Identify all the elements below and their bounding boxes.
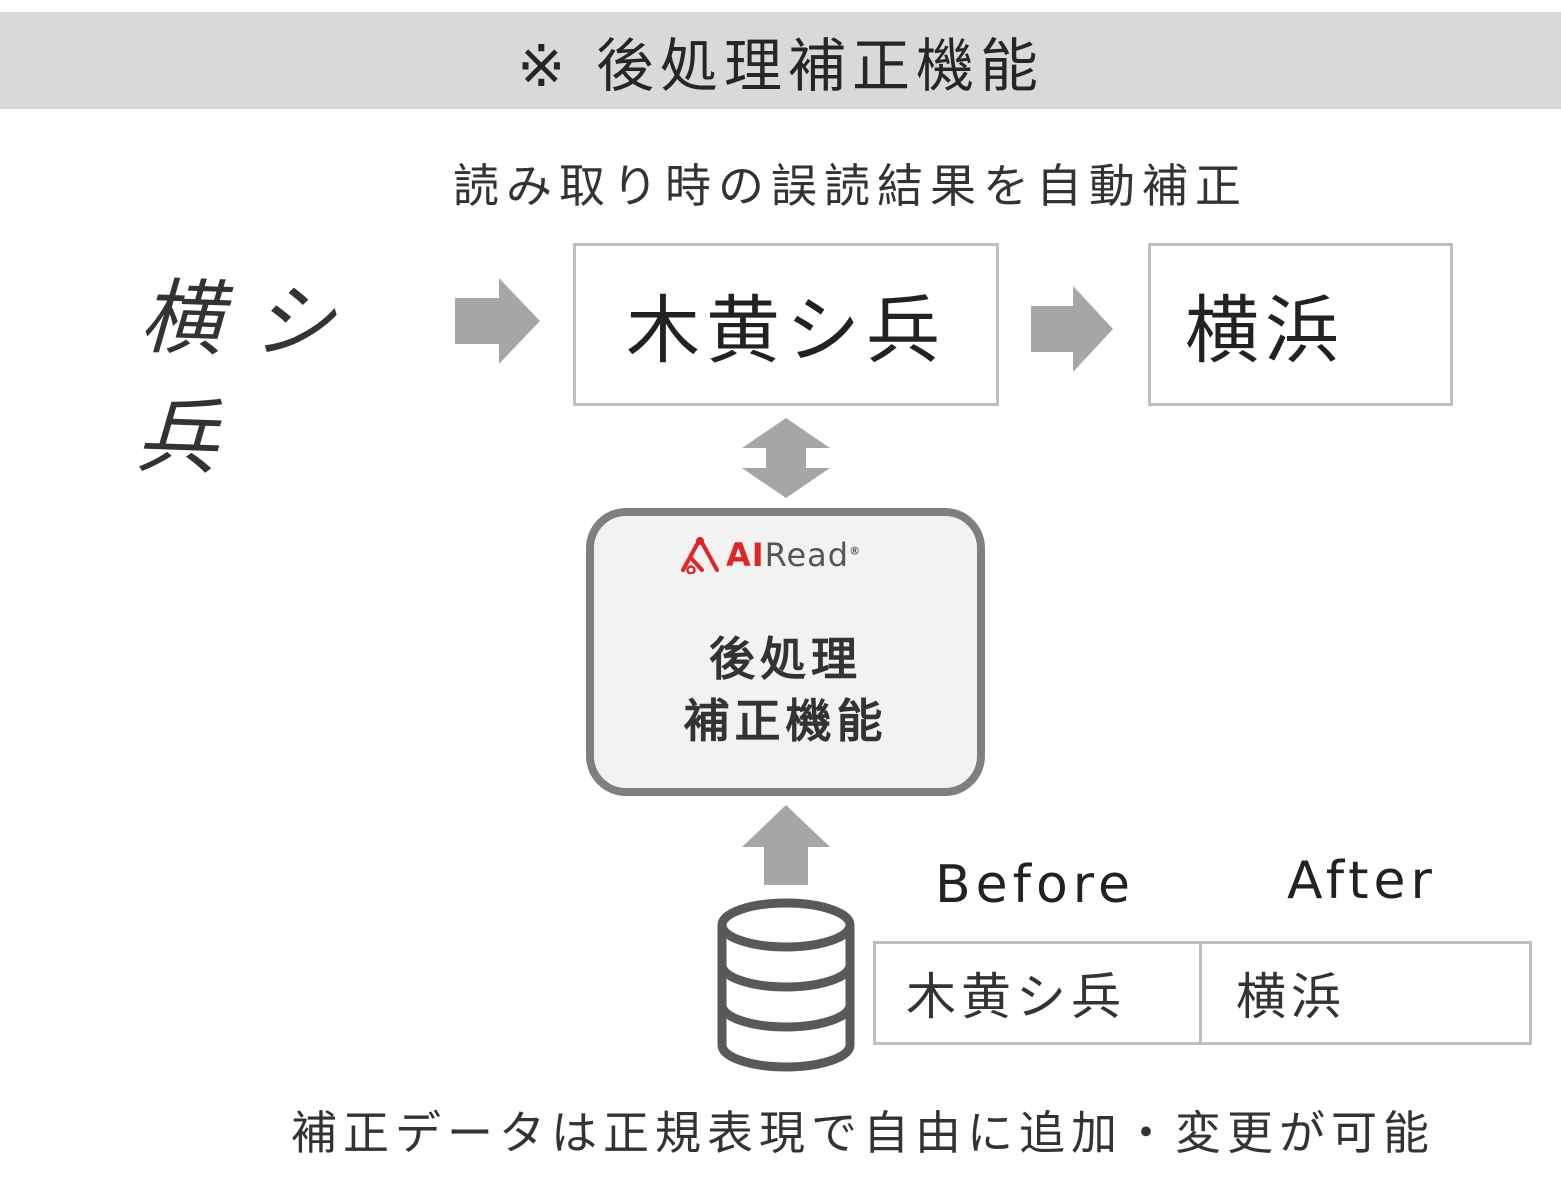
title-banner: ※ 後処理補正機能 (0, 12, 1561, 109)
database-icon (717, 898, 855, 1072)
handwritten-input: 横 シ兵 (134, 270, 338, 488)
after-cell: 横浜 (1236, 968, 1346, 1026)
before-cell: 木黄シ兵 (876, 944, 1202, 1042)
up-arrow-icon (742, 805, 830, 885)
engine-title-line1: 後処理 (709, 632, 862, 686)
logo-ai-text: AI (726, 536, 765, 574)
corrected-result-box: 横浜 (1148, 243, 1453, 406)
airead-logo-icon (681, 537, 719, 574)
registered-mark: ® (849, 544, 862, 558)
corrected-text: 横浜 (1185, 288, 1345, 374)
right-arrow-icon (1031, 286, 1113, 372)
right-arrow-icon (455, 278, 540, 364)
airead-logo: AIRead® (680, 536, 861, 574)
after-label: After (1287, 851, 1437, 911)
engine-title: 後処理 補正機能 (594, 628, 977, 752)
logo-read-text: Read (764, 536, 850, 574)
correction-table: 木黄シ兵 横浜 (873, 941, 1532, 1045)
footer-note: 補正データは正規表現で自由に追加・変更が可能 (291, 1106, 1435, 1160)
banner-title: ※ 後処理補正機能 (516, 31, 1045, 100)
bidirectional-arrow-icon (742, 418, 830, 498)
misread-text: 木黄シ兵 (626, 288, 946, 374)
engine-title-line2: 補正機能 (683, 694, 888, 748)
misread-result-box: 木黄シ兵 (573, 243, 999, 406)
subtitle: 読み取り時の誤読結果を自動補正 (453, 159, 1248, 213)
before-label: Before (935, 855, 1136, 915)
post-processing-engine: AIRead® 後処理 補正機能 (586, 508, 985, 796)
